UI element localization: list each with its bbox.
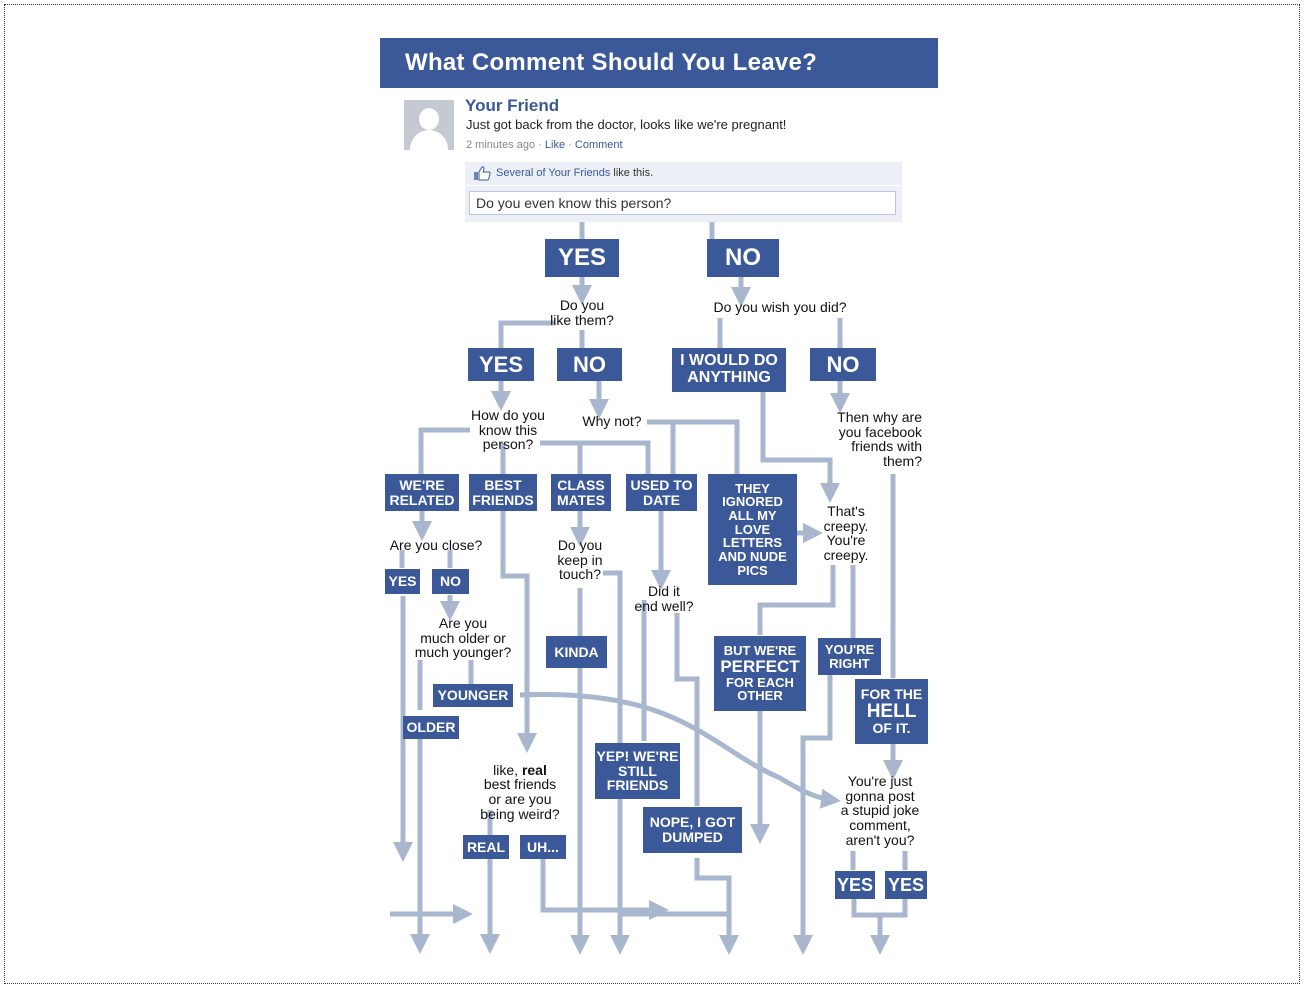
flow-question: Did it end well? (634, 583, 694, 614)
connector (519, 691, 841, 809)
connector (760, 390, 840, 503)
flow-node: YOUNGER (433, 684, 513, 707)
flow-node: YES (885, 871, 927, 899)
comment-text: Do you even know this person? (476, 195, 672, 211)
flow-node: NO (707, 239, 779, 277)
connector (851, 898, 890, 955)
meta-separator: · (538, 139, 542, 151)
connector (694, 858, 739, 955)
flow-question: Do you keep in touch? (557, 537, 603, 583)
title-bar: What Comment Should You Leave? (380, 38, 938, 88)
connector (793, 675, 833, 955)
connector (674, 613, 700, 806)
flow-question: Are you much older or much younger? (414, 615, 512, 661)
flow-question: You're just gonna post a stupid joke com… (840, 773, 920, 848)
connector (647, 419, 740, 474)
flow-question: That's creepy. You're creepy. (823, 503, 869, 564)
flow-question: Then why are you facebook friends with t… (837, 409, 922, 470)
flow-node: THEY IGNORED ALL MY LOVE LETTERS AND NUD… (708, 474, 797, 585)
hell-line-3: OF IT. (872, 720, 911, 737)
perfect-line-3: FOR EACH OTHER (726, 674, 794, 704)
flow-node: REAL (463, 835, 509, 859)
flow-question: How do you know this person? (471, 407, 545, 453)
flow-node: YEP! WE'RE STILL FRIENDS (595, 743, 680, 799)
avatar-body (410, 130, 448, 150)
flow-connectors (390, 222, 908, 955)
flow-node: USED TO DATE (626, 474, 697, 511)
flow-node: OLDER (403, 716, 459, 739)
likes-friends-link[interactable]: Several of Your Friends (496, 167, 611, 179)
likes-text: Several of Your Friends like this. (496, 167, 653, 179)
flow-node: NO (432, 569, 469, 594)
flow-node: YOU'RE RIGHT (818, 638, 881, 675)
connector (418, 427, 470, 474)
thumbs-up-icon (474, 166, 491, 181)
post-author[interactable]: Your Friend (465, 96, 560, 115)
flow-node: WE'RE RELATED (385, 474, 459, 511)
flow-node-hell: FOR THE HELL OF IT. (855, 679, 928, 744)
flow-question: Do you like them? (550, 297, 614, 328)
flow-node: KINDA (546, 636, 607, 668)
likes-bar: Several of Your Friends like this. (465, 162, 902, 185)
flow-question: Why not? (582, 413, 642, 429)
flow-node: YES (545, 239, 619, 277)
post-status: Just got back from the doctor, looks lik… (466, 117, 787, 132)
connector (500, 510, 537, 753)
connector (603, 570, 630, 955)
flowchart-poster: What Comment Should You Leave? Your Frie… (380, 38, 938, 958)
flow-node: NO (810, 348, 876, 381)
flow-node: BEST FRIENDS (469, 474, 537, 511)
page-border (4, 4, 1300, 984)
flow-node: YES (835, 871, 875, 899)
likes-rest: like this. (610, 167, 654, 179)
comment-area: Do you even know this person? (465, 186, 902, 222)
real-prefix: like, (493, 761, 522, 778)
flow-node: YES (385, 569, 420, 594)
post-time: 2 minutes ago (466, 139, 536, 151)
comment-input[interactable]: Do you even know this person? (469, 191, 896, 215)
flow-node: UH... (520, 835, 566, 859)
hell-line-1: FOR THE (860, 685, 923, 702)
flow-question: Are you close? (389, 537, 483, 553)
connector (498, 320, 555, 348)
real-bold: real (521, 761, 547, 778)
avatar-head (419, 108, 439, 130)
perfect-line-2: PERFECT (720, 656, 800, 676)
real-rest: best friends or are you being weird? (480, 776, 560, 822)
comment-link[interactable]: Comment (574, 139, 623, 151)
flow-node-perfect: BUT WE'RE PERFECT FOR EACH OTHER (714, 636, 806, 711)
flow-node: YES (468, 348, 534, 381)
meta-separator: · (568, 139, 572, 151)
connector (880, 898, 908, 918)
flow-question: Do you wish you did? (713, 299, 847, 315)
flow-node: NO (557, 348, 622, 381)
hell-line-2: HELL (866, 700, 917, 722)
flow-node: I WOULD DO ANYTHING (672, 348, 786, 392)
connector (540, 440, 651, 474)
post-meta: 2 minutes ago · Like · Comment (466, 139, 623, 151)
connector (540, 858, 669, 920)
connector (757, 565, 836, 635)
poster-title: What Comment Should You Leave? (405, 49, 818, 76)
like-link[interactable]: Like (544, 139, 566, 151)
flow-node: NOPE, I GOT DUMPED (643, 807, 742, 853)
perfect-line-1: BUT WE'RE (723, 643, 797, 659)
flow-node: CLASS MATES (551, 474, 611, 511)
avatar (404, 100, 454, 150)
